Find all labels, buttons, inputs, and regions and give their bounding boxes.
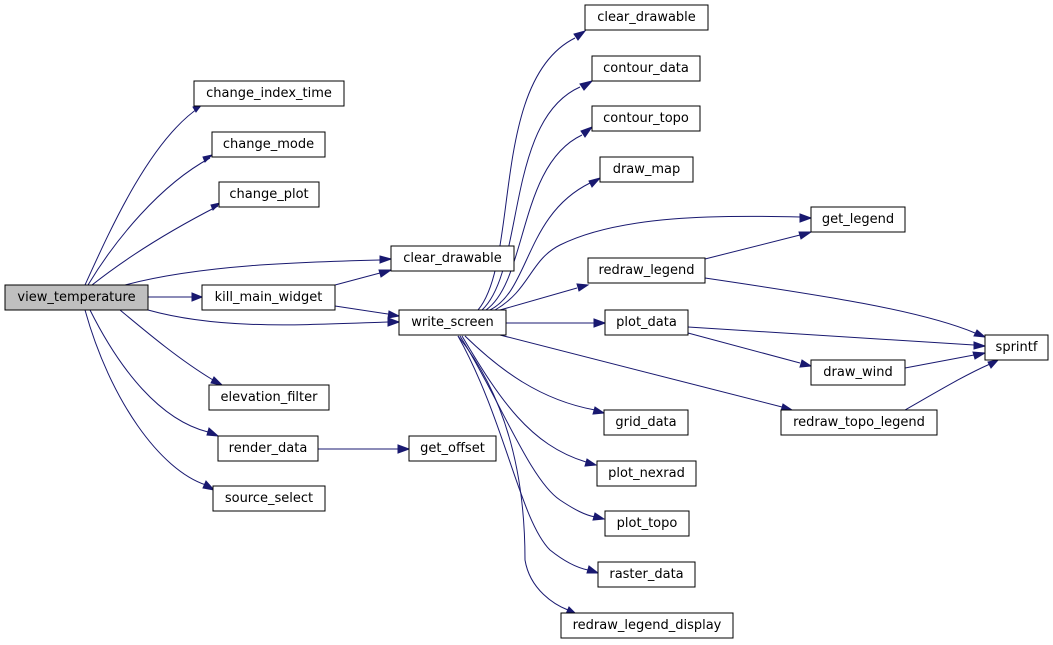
node-view_temperature[interactable]: view_temperature [4, 284, 149, 311]
svg-text:raster_data: raster_data [609, 567, 683, 582]
edge-view_temperature-render_data [89, 309, 220, 437]
node-contour_topo[interactable]: contour_topo [591, 105, 701, 132]
svg-text:plot_nexrad: plot_nexrad [608, 466, 685, 481]
svg-text:plot_topo: plot_topo [617, 516, 678, 531]
svg-text:elevation_filter: elevation_filter [221, 390, 319, 405]
edge-kill_main_widget-clear_drawable_a [334, 269, 393, 286]
edge-view_temperature-elevation_filter [119, 309, 224, 386]
node-elevation_filter[interactable]: elevation_filter [208, 384, 330, 411]
node-redraw_legend_display[interactable]: redraw_legend_display [560, 612, 734, 639]
svg-text:clear_drawable: clear_drawable [403, 251, 502, 266]
svg-text:write_screen: write_screen [411, 315, 493, 330]
edge-redraw_legend-get_legend [704, 231, 813, 260]
edge-view_temperature-change_index_time [84, 103, 204, 286]
svg-text:kill_main_widget: kill_main_widget [215, 290, 323, 305]
edge-write_screen-redraw_legend_display [457, 335, 579, 616]
edge-write_screen-grid_data [464, 335, 606, 415]
edge-view_temperature-change_mode [87, 154, 214, 286]
edge-write_screen-get_legend [494, 213, 813, 311]
svg-text:get_legend: get_legend [822, 212, 894, 227]
edge-write_screen-plot_topo [459, 335, 606, 521]
node-get_offset[interactable]: get_offset [408, 435, 497, 462]
node-get_legend[interactable]: get_legend [810, 206, 906, 233]
edge-plot_data-draw_wind [687, 332, 813, 368]
node-plot_nexrad[interactable]: plot_nexrad [596, 460, 697, 487]
edge-write_screen-redraw_topo_legend [499, 334, 794, 412]
node-plot_data[interactable]: plot_data [604, 309, 689, 336]
svg-text:clear_drawable: clear_drawable [597, 10, 696, 25]
svg-text:source_select: source_select [225, 491, 313, 506]
edge-write_screen-clear_drawable_b [477, 30, 587, 311]
edge-view_temperature-source_select [84, 309, 216, 491]
node-change_mode[interactable]: change_mode [211, 131, 326, 158]
svg-text:change_index_time: change_index_time [206, 86, 332, 101]
edge-kill_main_widget-write_screen [334, 305, 401, 319]
edge-plot_data-sprintf [687, 326, 987, 350]
node-write_screen[interactable]: write_screen [398, 309, 507, 336]
svg-text:view_temperature: view_temperature [17, 290, 135, 305]
node-kill_main_widget[interactable]: kill_main_widget [201, 284, 336, 311]
edge-write_screen-contour_topo [485, 125, 594, 311]
svg-text:get_offset: get_offset [420, 441, 485, 456]
node-plot_topo[interactable]: plot_topo [604, 510, 690, 537]
edge-redraw_legend-sprintf [704, 277, 987, 338]
node-draw_wind[interactable]: draw_wind [810, 359, 906, 386]
node-clear_drawable-a[interactable]: clear_drawable [390, 245, 515, 272]
edge-write_screen-plot_data [506, 318, 607, 328]
edge-write_screen-contour_data [481, 80, 594, 311]
svg-text:change_mode: change_mode [223, 137, 314, 152]
edge-write_screen-raster_data [457, 335, 600, 574]
edge-redraw_topo_legend-sprintf [904, 359, 1000, 411]
node-render_data[interactable]: render_data [217, 435, 319, 462]
node-raster_data[interactable]: raster_data [597, 561, 696, 588]
node-change_plot[interactable]: change_plot [218, 181, 320, 208]
svg-text:redraw_legend: redraw_legend [598, 263, 694, 278]
edge-write_screen-draw_map [489, 177, 602, 311]
node-grid_data[interactable]: grid_data [603, 409, 689, 436]
edge-write_screen-plot_nexrad [461, 335, 598, 467]
node-draw_map[interactable]: draw_map [599, 156, 694, 183]
edge-draw_wind-sprintf [904, 351, 987, 369]
node-clear_drawable-b[interactable]: clear_drawable [584, 4, 709, 31]
node-redraw_topo_legend[interactable]: redraw_topo_legend [780, 409, 938, 436]
edge-render_data-get_offset [318, 444, 411, 454]
svg-text:redraw_legend_display: redraw_legend_display [573, 618, 722, 633]
node-redraw_legend[interactable]: redraw_legend [587, 257, 706, 284]
svg-text:change_plot: change_plot [229, 187, 308, 202]
svg-text:contour_data: contour_data [603, 61, 689, 76]
edge-view_temperature-change_plot [91, 202, 222, 286]
svg-text:plot_data: plot_data [616, 315, 677, 330]
svg-text:redraw_topo_legend: redraw_topo_legend [793, 415, 925, 430]
edges [84, 30, 1000, 616]
node-source_select[interactable]: source_select [212, 485, 326, 512]
node-sprintf[interactable]: sprintf [984, 334, 1049, 361]
edge-view_temperature-kill_main_widget [148, 292, 204, 302]
svg-text:draw_wind: draw_wind [823, 365, 892, 380]
edge-write_screen-redraw_legend [499, 283, 590, 311]
svg-text:draw_map: draw_map [613, 162, 681, 177]
svg-text:render_data: render_data [229, 441, 308, 456]
edge-view_temperature-clear_drawable_a [124, 255, 393, 286]
svg-text:grid_data: grid_data [615, 415, 676, 430]
svg-text:sprintf: sprintf [996, 340, 1038, 355]
svg-text:contour_topo: contour_topo [603, 111, 689, 126]
edge-view_temperature-write_screen [147, 309, 401, 327]
node-change_index_time[interactable]: change_index_time [193, 80, 345, 107]
node-contour_data[interactable]: contour_data [591, 55, 701, 82]
nodes: view_temperature change_index_time chang… [4, 4, 1049, 639]
